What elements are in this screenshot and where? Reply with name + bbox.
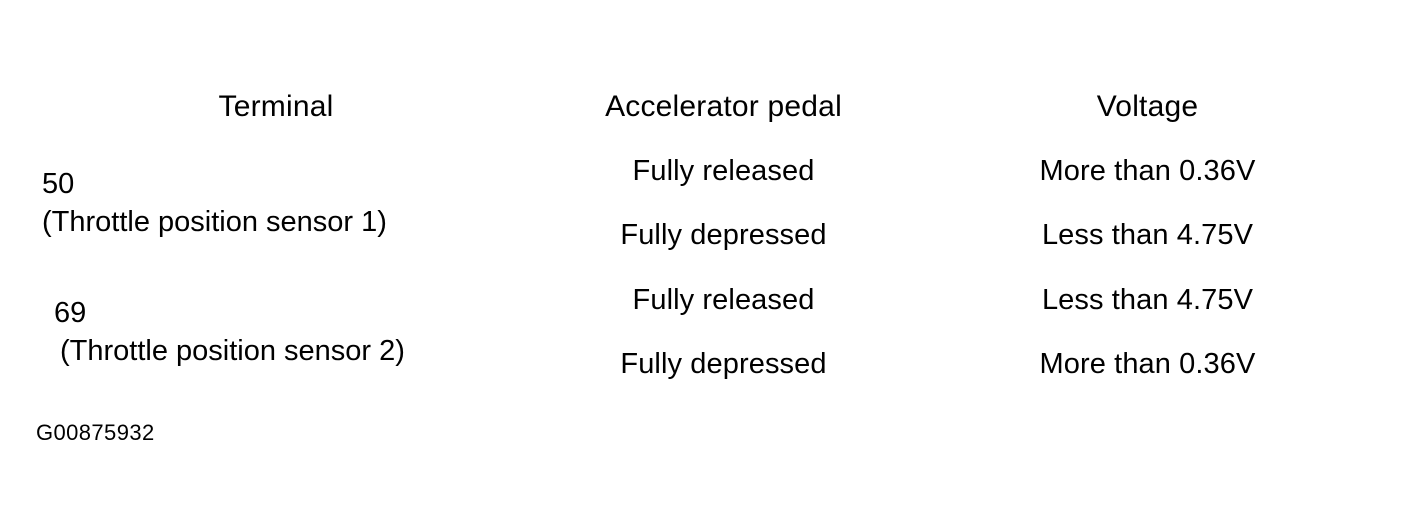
pedal-state-cell: Fully depressed: [620, 219, 827, 252]
throttle-position-sensor-spec-table: Terminal Accelerator pedal Voltage 50 (T…: [36, 74, 1364, 397]
terminal-number: 50: [42, 168, 75, 201]
pedal-state-cell: Fully released: [632, 283, 815, 316]
figure-caption: G00875932: [36, 420, 155, 445]
terminal-description: (Throttle position sensor 2): [60, 334, 405, 367]
table-row: Fully depressed More than 0.36V: [36, 333, 1364, 398]
voltage-value-cell: Less than 4.75V: [1041, 219, 1254, 252]
voltage-value-cell: Less than 4.75V: [1041, 283, 1254, 316]
voltage-value-cell: More than 0.36V: [1039, 154, 1256, 187]
table-body: 50 (Throttle position sensor 1) Fully re…: [36, 139, 1364, 397]
table-header: Terminal Accelerator pedal Voltage: [36, 74, 1364, 139]
voltage-value-cell: More than 0.36V: [1039, 348, 1256, 381]
pedal-state-cell: Fully depressed: [620, 348, 827, 381]
terminal-cell-group-2: 69 (Throttle position sensor 2): [36, 268, 516, 397]
table-row: 69 (Throttle position sensor 2) Fully re…: [36, 268, 1364, 367]
header-row: Terminal Accelerator pedal Voltage: [36, 74, 1364, 139]
pedal-state-cell: Fully released: [632, 154, 815, 187]
terminal-description: (Throttle position sensor 1): [42, 205, 387, 238]
table-row: Fully depressed Less than 4.75V: [36, 204, 1364, 269]
terminal-number: 69: [54, 297, 87, 330]
column-header-accelerator-pedal: Accelerator pedal: [605, 89, 842, 123]
table-row: 50 (Throttle position sensor 1) Fully re…: [36, 139, 1364, 238]
terminal-cell-group-1: 50 (Throttle position sensor 1): [36, 139, 516, 268]
column-header-voltage: Voltage: [1096, 89, 1199, 123]
column-header-terminal: Terminal: [218, 89, 334, 123]
